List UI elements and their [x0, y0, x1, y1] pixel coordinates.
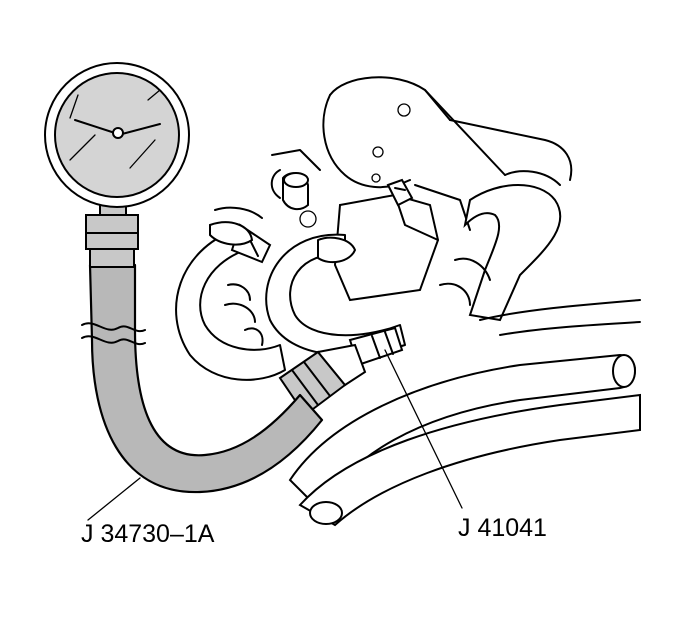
- adapter-tool-label: J 41041: [458, 514, 547, 542]
- fuel-rail-assembly: [175, 172, 440, 381]
- gauge-tool-label: J 34730–1A: [81, 520, 215, 548]
- leader-lines: [87, 349, 463, 521]
- gauge-hose: [81, 263, 324, 494]
- engine-outline: [204, 76, 641, 527]
- pressure-gauge: [44, 62, 190, 268]
